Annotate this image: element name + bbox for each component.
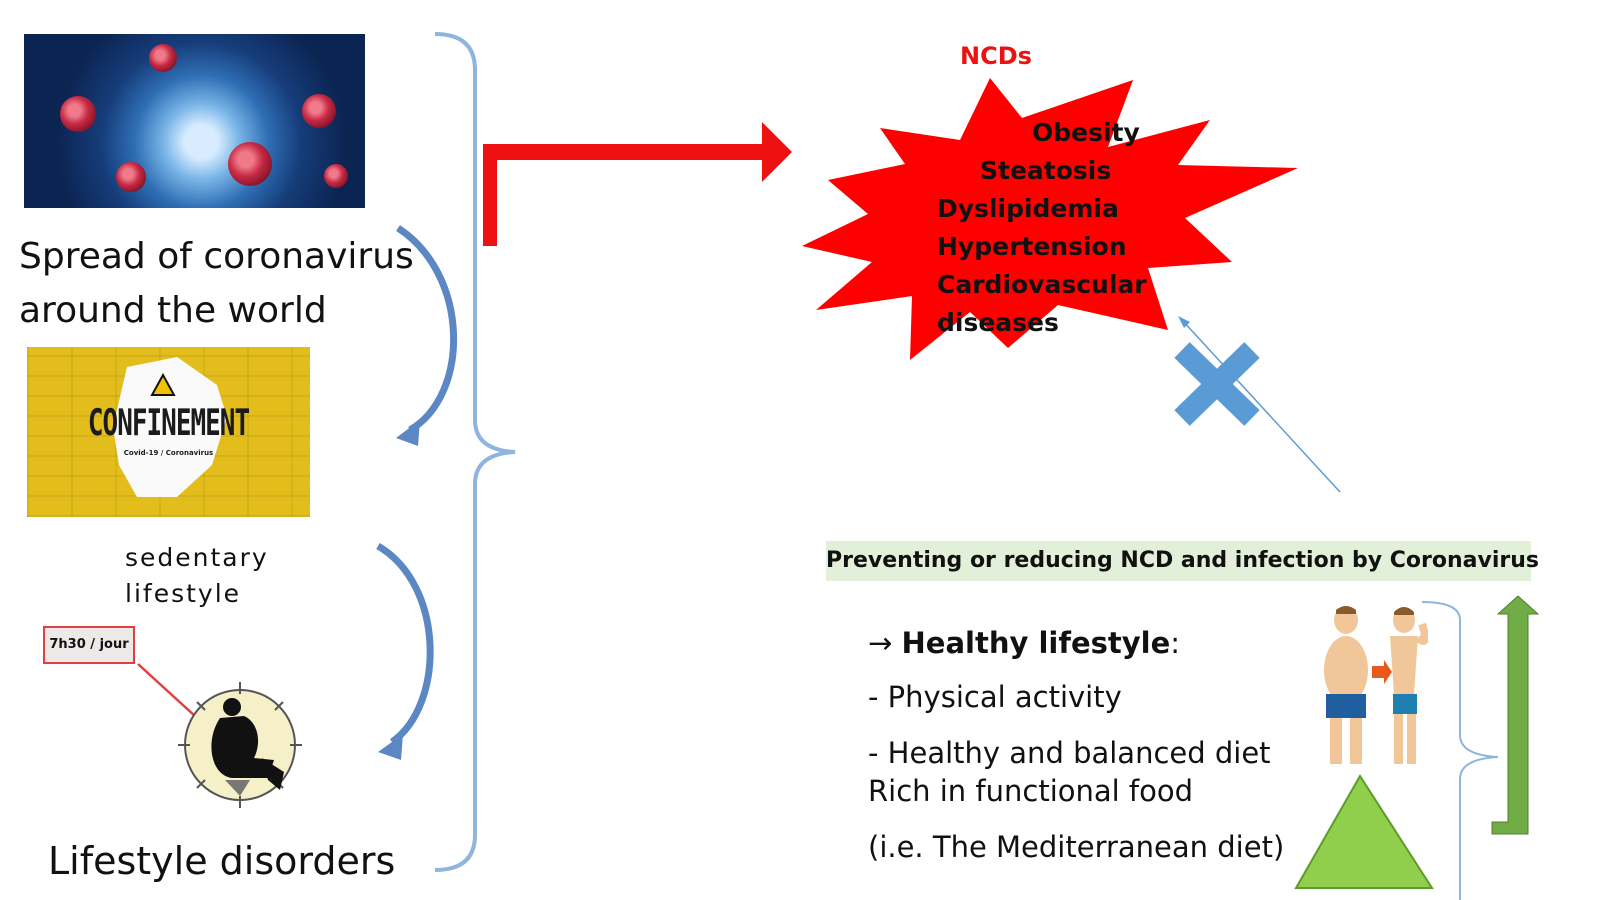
sitting-person-icon: [178, 682, 302, 808]
ncd-item-cardiovascular: Cardiovascular: [937, 270, 1147, 299]
virus-icon: [324, 164, 348, 188]
ncd-item-steatosis: Steatosis: [980, 156, 1112, 185]
ncd-item-obesity: Obesity: [1032, 118, 1140, 147]
blocked-arrow-line: [1181, 319, 1341, 493]
healthy-lifestyle-colon: :: [1170, 626, 1181, 660]
virus-icon: [116, 162, 146, 192]
caption-lifestyle-disorders: Lifestyle disorders: [48, 839, 396, 883]
balanced-diet-line: - Healthy and balanced diet: [868, 736, 1271, 770]
curved-arrow-1-head: [396, 420, 420, 446]
blocked-arrow-head: [1178, 316, 1190, 328]
caption-sedentary-line-1: sedentary: [125, 543, 269, 572]
curved-arrow-2-head: [378, 734, 403, 760]
physical-activity-line: - Physical activity: [868, 680, 1122, 714]
caption-spread-line-2: around the world: [19, 290, 327, 331]
grouping-brace: [434, 32, 516, 872]
coronavirus-globe-image: [24, 34, 365, 208]
ncd-item-hypertension: Hypertension: [937, 232, 1127, 261]
block-cross-icon: [1174, 342, 1260, 426]
healthy-lifestyle-heading: → Healthy lifestyle:: [868, 624, 1180, 662]
ncd-title: NCDs: [960, 42, 1032, 70]
confinement-subtitle: Covid-19 / Coronavirus: [123, 449, 214, 457]
caption-sedentary: sedentary lifestyle: [125, 540, 269, 612]
curved-arrow-2: [376, 542, 434, 745]
ncd-item-diseases: diseases: [937, 308, 1059, 337]
confinement-image: CONFINEMENT Covid-19 / Coronavirus: [27, 347, 310, 517]
ncd-starburst: [802, 78, 1298, 360]
virus-icon: [228, 142, 272, 186]
food-pyramid-triangle: [1294, 774, 1434, 889]
right-arrow-icon: →: [868, 626, 893, 660]
red-elbow-arrow: [483, 122, 792, 246]
healthy-lifestyle-label: Healthy lifestyle: [901, 626, 1171, 660]
caption-spread: Spread of coronavirus around the world: [19, 230, 414, 338]
curved-arrow-1: [396, 225, 458, 434]
small-brace: [1421, 601, 1499, 900]
ncd-item-dyslipidemia: Dyslipidemia: [937, 194, 1119, 223]
caption-spread-line-1: Spread of coronavirus: [19, 236, 414, 277]
green-up-arrow: [1491, 595, 1540, 835]
virus-icon: [149, 44, 177, 72]
confinement-title: CONFINEMENT: [87, 403, 250, 445]
weight-loss-illustration: [1324, 606, 1428, 764]
virus-icon: [302, 94, 336, 128]
virus-icon: [60, 96, 96, 132]
mediterranean-diet-line: (i.e. The Mediterranean diet): [868, 830, 1285, 864]
sitting-time-callout: 7h30 / jour: [43, 626, 135, 664]
prevention-banner: Preventing or reducing NCD and infection…: [826, 541, 1539, 581]
functional-food-line: Rich in functional food: [868, 774, 1194, 808]
caption-sedentary-line-2: lifestyle: [125, 579, 242, 608]
